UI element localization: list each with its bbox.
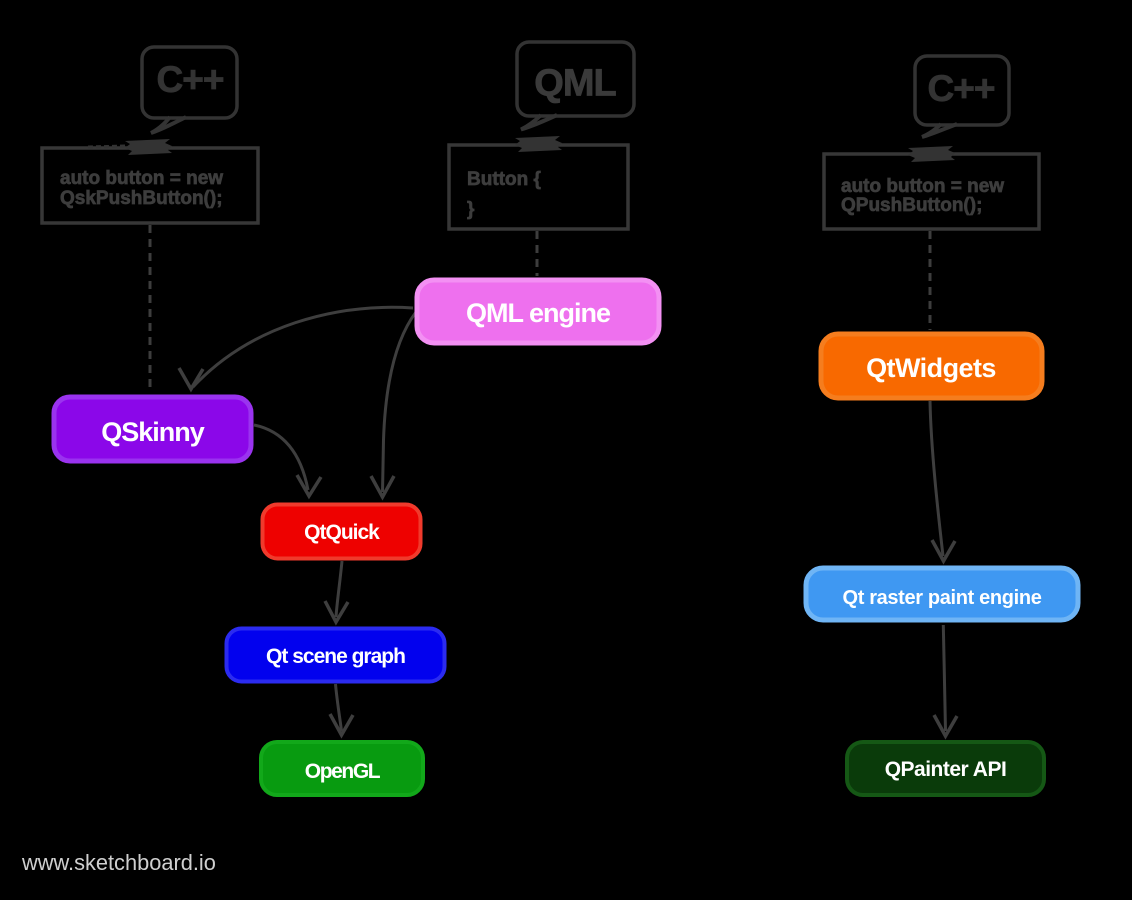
svg-text:auto button = new: auto button = new: [60, 168, 223, 189]
svg-text:Button {: Button {: [467, 169, 541, 190]
svg-text:QML engine: QML engine: [466, 298, 611, 328]
svg-text:auto button = new: auto button = new: [841, 176, 1004, 197]
svg-text:QML: QML: [534, 63, 616, 105]
svg-text:QskPushButton();: QskPushButton();: [60, 188, 223, 209]
svg-text:QPushButton();: QPushButton();: [841, 195, 982, 216]
svg-text:Qt scene graph: Qt scene graph: [266, 645, 405, 668]
svg-text:C++: C++: [928, 68, 995, 109]
svg-text:QtWidgets: QtWidgets: [866, 353, 996, 383]
svg-text:QtQuick: QtQuick: [304, 521, 380, 544]
svg-text:OpenGL: OpenGL: [305, 760, 381, 783]
svg-text:www.sketchboard.io: www.sketchboard.io: [21, 850, 216, 875]
svg-text:QSkinny: QSkinny: [101, 417, 205, 447]
svg-text:Qt raster paint engine: Qt raster paint engine: [842, 587, 1041, 609]
svg-text:C++: C++: [157, 59, 224, 100]
svg-text:QPainter API: QPainter API: [885, 758, 1007, 781]
svg-text:}: }: [467, 199, 475, 220]
